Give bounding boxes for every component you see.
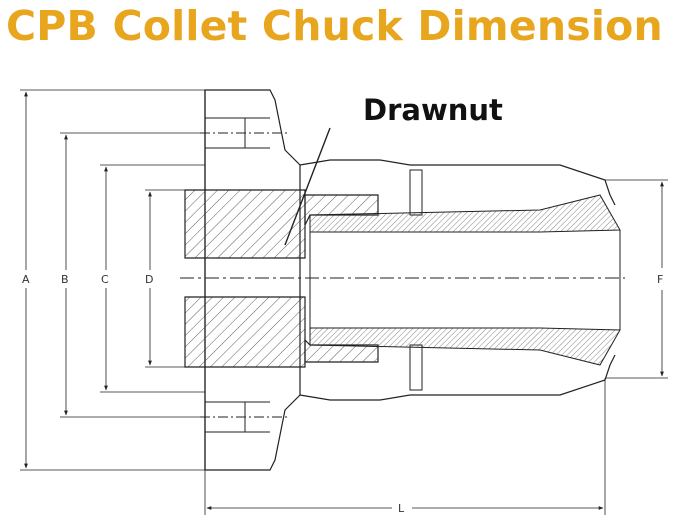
dimension-l-label: L [398, 502, 405, 515]
dimension-d-label: D [145, 273, 153, 286]
dimension-f [605, 179, 668, 379]
dimension-a [20, 89, 205, 471]
dimension-b [60, 132, 205, 418]
chuck-flange [204, 89, 301, 471]
dimension-f-label: F [657, 273, 663, 286]
dimension-a-label: A [22, 273, 30, 286]
drawnut-callout: Drawnut [363, 93, 503, 127]
flange-bolt-holes [200, 117, 290, 433]
dimension-l [204, 378, 606, 515]
dimension-d [145, 189, 185, 368]
collet [309, 194, 621, 366]
drawnut [184, 189, 379, 368]
dimension-c-label: C [101, 273, 109, 286]
diagram-title: CPB Collet Chuck Dimension [6, 2, 663, 50]
dimension-c [100, 164, 205, 393]
dimension-b-label: B [61, 273, 69, 286]
drawnut-leader [284, 127, 331, 246]
chuck-nose [299, 159, 616, 401]
set-screws [409, 169, 423, 391]
